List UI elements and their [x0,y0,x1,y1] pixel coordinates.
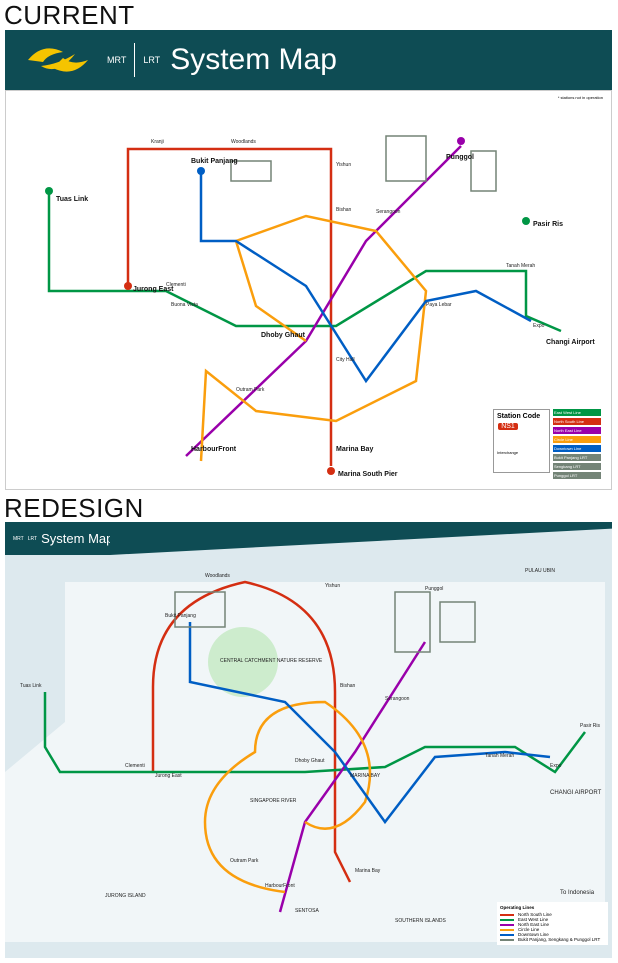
north-east-line [185,145,462,457]
lrt-label: LRT [143,55,161,65]
label-redesign-areas-0: CENTRAL CATCHMENT NATURE RESERVE [220,658,323,664]
label-redesign-stations-7: Marina Bay [355,868,381,874]
label-redesign-legend-3: Circle Line [518,927,540,932]
station-harbourfront: HarbourFront [191,446,237,453]
label-current-legend-5: Bukit Panjang LRT [553,454,601,461]
station-marina-bay: Marina Bay [336,446,373,453]
label-redesign-stations-0: Jurong East [155,773,182,779]
label-current-station_code-title: Station Code [497,413,541,420]
label-current-stations-10: Kranji [151,139,164,145]
lrt-loops [230,135,497,192]
label-redesign-legend-0: North South Line [518,912,552,917]
east-west-line [47,191,562,333]
label-redesign-header-title: System Map [41,531,114,546]
current-caption: CURRENT [4,0,135,30]
current-header: MRT LRT System Map [5,30,612,90]
redesign-caption: REDESIGN [4,493,144,523]
label-redesign-stations-15: Outram Park [230,858,259,864]
station-bukit-panjang: Bukit Panjang [191,158,238,165]
current-note: * stations not in operation [557,95,603,100]
label-redesign-header-mrt: MRT [13,535,24,542]
station-code-box: Station Code NS1 Interchange [493,409,550,473]
label-current-legend-4: Downtown Line [553,445,601,452]
smrt-logo-icon [28,48,88,72]
label-current-interchange: Interchange [497,450,519,455]
label-current-legend-7: Punggol LRT [553,472,601,479]
label-redesign-stations-13: Expo [550,763,562,769]
label-redesign-stations-12: Tanah Merah [485,753,514,759]
line-legend: East West Line North South Line North Ea… [553,409,601,481]
label-redesign-areas-6: CHANGI AIRPORT [550,790,602,796]
label-redesign-stations-8: Woodlands [205,573,230,579]
label-current-stations-19: Outram Park [236,387,265,393]
label-current-stations-20: City Hall [336,357,355,363]
label-current-stations-16: Expo [533,323,545,329]
redesign-legend: Operating Lines North South Line East We… [497,902,608,945]
north-south-line [151,580,352,883]
label-redesign-stations-14: Clementi [125,763,145,769]
east-west-line [43,692,586,774]
current-title: System Map [170,43,337,76]
station-marina-south-pier: Marina South Pier [338,471,398,478]
north-south-line [126,147,333,466]
downtown-line [199,171,532,384]
label-redesign-areas-4: SENTOSA [295,908,319,914]
label-current-stations-12: Yishun [336,162,351,168]
station-tuas-link: Tuas Link [56,196,88,203]
label-redesign-stations-1: Tuas Link [20,683,42,689]
station-punggol: Punggol [446,154,474,161]
station-changi-airport: Changi Airport [546,339,595,346]
station-dhoby-ghaut: Dhoby Ghaut [261,332,306,339]
label-redesign-areas-2: MARINA BAY [350,773,381,779]
label-redesign-areas-5: PULAU UBIN [525,568,555,574]
redesign-header: MRT LRT System Map [5,522,114,555]
lrt-loops [174,591,476,653]
label-redesign-stations-10: Bishan [340,683,356,689]
label-redesign-stations-4: Bukit Panjang [165,613,196,619]
label-redesign-legend-5: Bukit Panjang, Sengkang & Punggol LRT [518,937,601,942]
redesign-map: MRT LRT System Map CENTRAL CATCHMENT NAT… [5,522,612,958]
label-redesign-stations-9: Yishun [325,583,340,589]
label-redesign-stations-5: Dhoby Ghaut [295,758,325,764]
label-redesign-stations-2: Pasir Ris [580,723,601,729]
circle-line [203,700,372,894]
label-redesign-legend-4: Downtown Line [518,932,549,937]
label-current-legend-0: East West Line [553,409,601,416]
current-map: * stations not in operation Jurong East … [5,90,612,490]
label-current-legend-3: Circle Line [553,436,601,443]
north-east-line [278,641,427,913]
label-redesign-stations-11: Serangoon [385,696,410,702]
label-current-station_code-sample: NS1 [498,423,518,430]
label-redesign-header-lrt: LRT [27,535,38,542]
label-redesign-legend-1: East West Line [518,917,549,922]
label-current-stations-21: Paya Lebar [426,302,452,308]
label-redesign-areas-3: JURONG ISLAND [105,893,146,899]
label-current-legend-6: Sengkang LRT [553,463,601,470]
label-current-legend-2: North East Line [553,427,601,434]
downtown-line [188,622,551,825]
label-redesign-legend-2: North East Line [518,922,550,927]
current-map-lines: Jurong East Tuas Link Pasir Ris Changi A… [45,135,595,478]
circle-line [199,214,428,462]
station-jurong-east: Jurong East [133,286,174,293]
label-current-stations-18: Buona Vista [171,302,198,308]
mrt-label: MRT [107,55,127,65]
label-current-legend-1: North South Line [553,418,601,425]
label-current-stations-11: Woodlands [231,139,256,145]
label-redesign-areas-7: SOUTHERN ISLANDS [395,918,447,924]
label-redesign-stations-3: Punggol [425,586,443,592]
label-current-stations-14: Serangoon [376,209,401,215]
label-redesign-areas-1: SINGAPORE RIVER [250,798,297,804]
redesign-map-lines: CENTRAL CATCHMENT NATURE RESERVE SINGAPO… [5,568,605,942]
station-pasir-ris: Pasir Ris [533,221,563,228]
label-current-stations-13: Bishan [336,207,352,213]
label-redesign-stations-6: HarbourFront [265,883,295,889]
label-redesign-legend_title: Operating Lines [500,905,535,910]
label-redesign-to_indonesia: To Indonesia [560,890,595,896]
label-current-stations-17: Clementi [166,282,186,288]
label-current-stations-15: Tanah Merah [506,263,535,269]
